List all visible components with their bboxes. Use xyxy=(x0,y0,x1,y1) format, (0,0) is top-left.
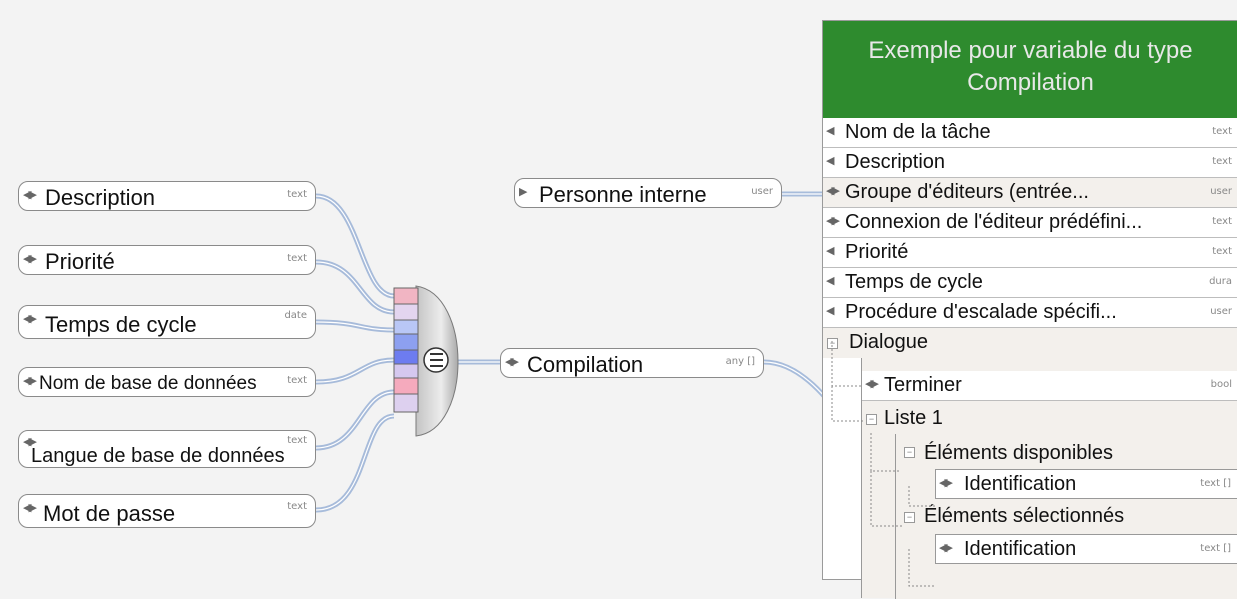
bidirectional-arrow-icon: ◀▶ xyxy=(23,189,37,201)
target-row-elements-disponibles[interactable]: − Éléments disponibles xyxy=(896,439,1237,469)
collapse-toggle-icon[interactable]: − xyxy=(904,512,915,523)
list-compose-icon xyxy=(423,347,449,373)
target-row-groupe-editeurs[interactable]: ◀▶ Groupe d'éditeurs (entrée... user xyxy=(823,178,1237,208)
bidirectional-arrow-icon: ◀▶ xyxy=(23,253,37,265)
compilation-output-field[interactable]: ◀▶ Compilation any [] xyxy=(500,348,764,378)
panel-title-line2: Compilation xyxy=(967,69,1094,96)
target-row-temps-de-cycle[interactable]: ◀ Temps de cycle dura xyxy=(823,268,1237,298)
bidirectional-arrow-icon: ◀▶ xyxy=(865,378,879,390)
arrow-left-icon: ◀ xyxy=(826,155,835,167)
input-field-langue-base[interactable]: ◀▶ Langue de base de données text xyxy=(18,430,316,468)
target-row-procedure-escalade[interactable]: ◀ Procédure d'escalade spécifi... user xyxy=(823,298,1237,328)
input-field-mot-de-passe[interactable]: ◀▶ Mot de passe text xyxy=(18,494,316,528)
target-row-connexion-editeur[interactable]: ◀▶ Connexion de l'éditeur prédéfini... t… xyxy=(823,208,1237,238)
target-mapping-panel: Exemple pour variable du type Compilatio… xyxy=(822,20,1237,599)
input-field-description[interactable]: ◀▶ Description text xyxy=(18,181,316,211)
target-row-priorite[interactable]: ◀ Priorité text xyxy=(823,238,1237,268)
arrow-right-icon: ▶ xyxy=(519,186,528,198)
arrow-left-icon: ◀ xyxy=(826,245,835,257)
arrow-left-icon: ◀ xyxy=(826,275,835,287)
target-row-identification-1[interactable]: ◀▶ Identification text [] xyxy=(935,469,1237,499)
personne-interne-field[interactable]: ▶ Personne interne user xyxy=(514,178,782,208)
target-row-nom-tache[interactable]: ◀ Nom de la tâche text xyxy=(823,118,1237,148)
bidirectional-arrow-icon: ◀▶ xyxy=(23,502,37,514)
tree-guides xyxy=(831,341,935,587)
target-row-elements-selectionnes[interactable]: − Éléments sélectionnés xyxy=(896,502,1237,532)
input-field-temps-de-cycle[interactable]: ◀▶ Temps de cycle date xyxy=(18,305,316,339)
panel-title-line1: Exemple pour variable du type xyxy=(868,37,1193,64)
bidirectional-arrow-icon: ◀▶ xyxy=(505,356,519,368)
target-row-liste1[interactable]: − Liste 1 xyxy=(862,404,1237,434)
arrow-left-icon: ◀ xyxy=(826,305,835,317)
collapse-toggle-icon[interactable]: − xyxy=(866,414,877,425)
target-row-identification-2[interactable]: ◀▶ Identification text [] xyxy=(935,534,1237,564)
bidirectional-arrow-icon: ◀▶ xyxy=(826,215,840,227)
target-row-description[interactable]: ◀ Description text xyxy=(823,148,1237,178)
target-row-dialogue[interactable]: − Dialogue xyxy=(823,328,1237,358)
bidirectional-arrow-icon: ◀▶ xyxy=(23,313,37,325)
bidirectional-arrow-icon: ◀▶ xyxy=(939,542,953,554)
bidirectional-arrow-icon: ◀▶ xyxy=(23,375,37,387)
collapse-toggle-icon[interactable]: − xyxy=(904,447,915,458)
input-field-priorite[interactable]: ◀▶ Priorité text xyxy=(18,245,316,275)
input-field-nom-base[interactable]: ◀▶ Nom de base de données text xyxy=(18,367,316,397)
panel-header: Exemple pour variable du type Compilatio… xyxy=(823,21,1237,118)
arrow-left-icon: ◀ xyxy=(826,125,835,137)
target-row-terminer[interactable]: ◀▶ Terminer bool xyxy=(862,371,1237,401)
bidirectional-arrow-icon: ◀▶ xyxy=(826,185,840,197)
bidirectional-arrow-icon: ◀▶ xyxy=(939,477,953,489)
compiler-block[interactable] xyxy=(392,284,464,438)
bidirectional-arrow-icon: ◀▶ xyxy=(23,436,37,448)
